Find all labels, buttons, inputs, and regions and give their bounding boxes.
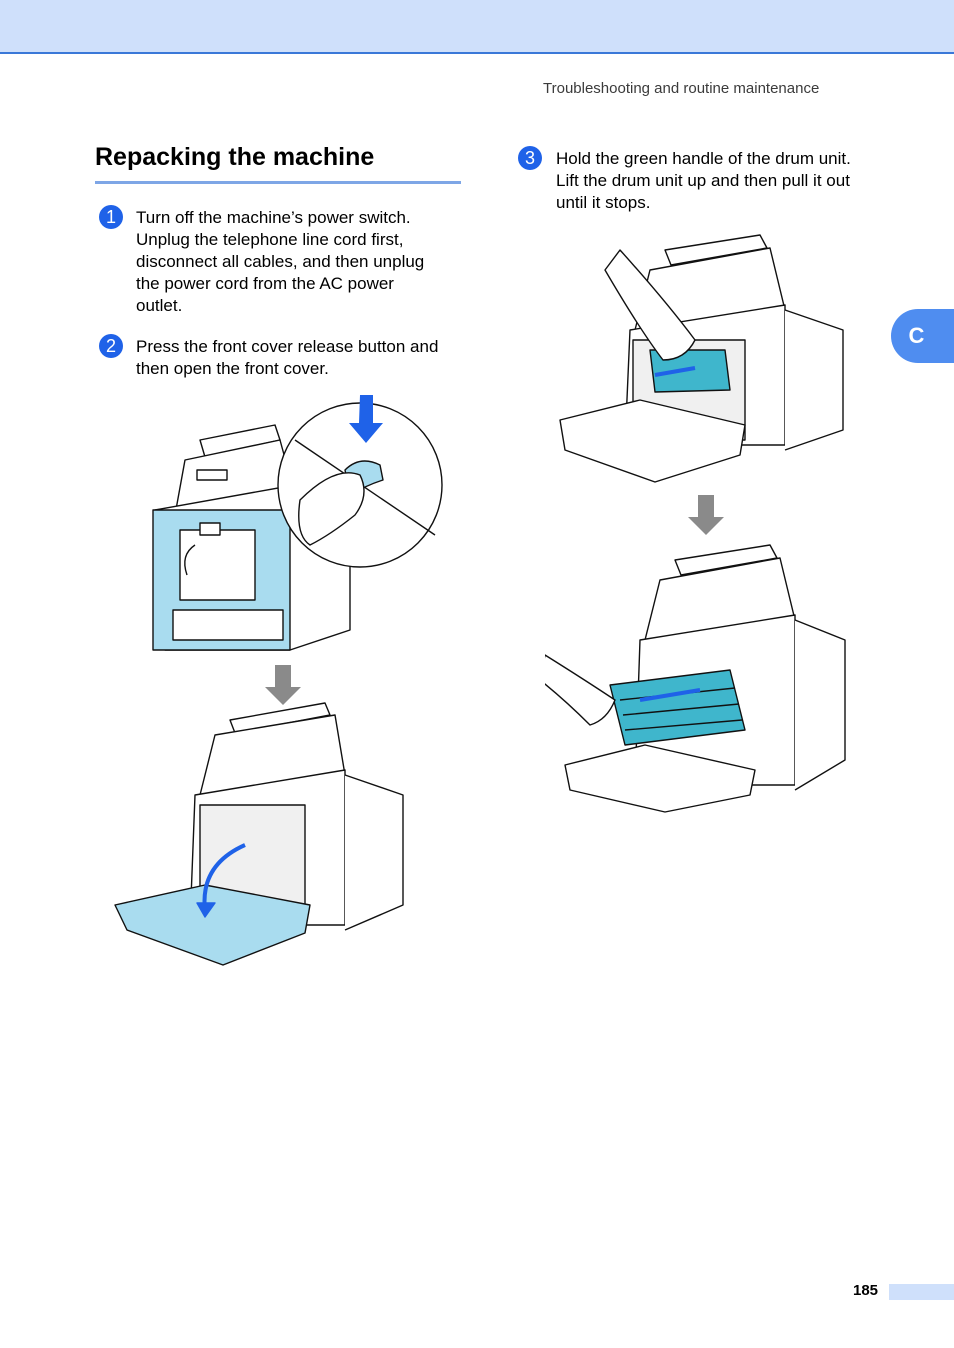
drum-unit-figure [545,234,846,813]
step-2-number: 2 [99,334,123,358]
drum-lift-illustration [559,234,844,483]
step-2-line: then open the front cover. [136,359,329,378]
drum-pulled-illustration [545,544,846,813]
printer-closed-illustration [152,424,351,651]
step-3-line: until it stops. [556,193,651,212]
printer-open-illustration [114,702,404,966]
step-3-line: Hold the green handle of the drum unit. [556,149,851,168]
title-underline [95,181,461,184]
step-3-line: Lift the drum unit up and then pull it o… [556,171,850,190]
step-3-text: Hold the green handle of the drum unit. … [556,148,851,214]
top-header-band [0,0,954,54]
section-title: Repacking the machine [95,143,375,171]
front-cover-figure [114,395,443,966]
step-2-line: Press the front cover release button and [136,337,439,356]
page-number-tab [889,1284,954,1300]
step-2-text: Press the front cover release button and… [136,336,438,380]
step-1-line: Unplug the telephone line cord first, [136,230,404,249]
chapter-tab: C [891,309,954,363]
cover-release-button-callout [277,395,443,568]
page-number: 185 [853,1282,879,1299]
running-header: Troubleshooting and routine maintenance [543,80,820,97]
step-1-line: the power cord from the AC power [136,274,394,293]
step-1-number: 1 [99,205,123,229]
down-arrow-icon [688,495,724,535]
down-arrow-icon [265,665,301,705]
step-1-line: disconnect all cables, and then unplug [136,252,425,271]
step-3-number: 3 [518,146,542,170]
step-1-line: outlet. [136,296,183,315]
step-1-text: Turn off the machine’s power switch. Unp… [136,207,424,317]
step-1-line: Turn off the machine’s power switch. [136,208,411,227]
